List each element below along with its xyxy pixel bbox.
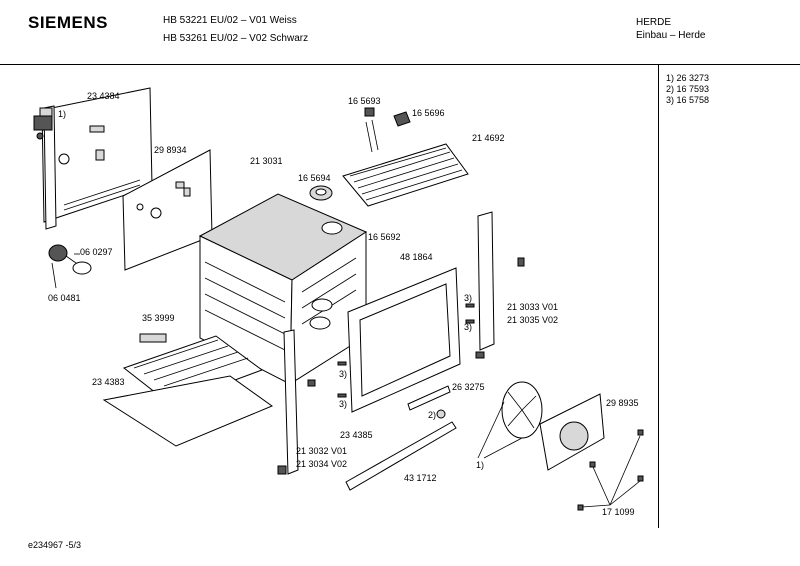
rear-panel-part [41,87,153,230]
part-label: 16 5696 [412,108,445,118]
legend-item: 2) 16 7593 [666,84,710,94]
lamp-socket-part [309,185,333,201]
part-label: 3) [464,293,473,303]
drawing-id: e234967 -5/3 [28,540,82,550]
part-label: 26 3275 [452,382,485,392]
grill-heating-element [342,119,469,207]
side-panel-part [122,149,213,271]
fan-part [477,381,543,459]
clip-part [393,111,411,127]
part-label: 2) [428,410,437,420]
legend-item: 3) 16 5758 [666,95,710,105]
part-label: 21 3032 V01 [296,446,348,456]
fan-cover-part [539,393,605,471]
legend-item: 1) 26 3273 [666,73,710,83]
part-label: 21 4692 [472,133,505,143]
part-label: 16 5694 [298,173,331,183]
connector-parts [337,303,475,398]
side-rail-right [475,211,525,359]
part-label: 06 0297 [80,247,113,257]
bottom-plate-part [102,375,274,447]
clip-part [364,107,375,117]
model-line-2: HB 53261 EU/02 – V02 Schwarz [163,33,309,44]
part-label: 17 1099 [602,507,635,517]
part-label: 3) [339,399,348,409]
part-label: 29 8934 [154,145,187,155]
part-label: 1) [58,109,67,119]
part-label: 21 3031 [250,156,283,166]
thermostat-part [33,107,53,140]
oven-cavity-part [198,193,368,385]
legend: 1) 26 3273 2) 16 7593 3) 16 5758 [666,73,709,106]
brand-logo: SIEMENS [28,13,109,32]
part-label: 21 3035 V02 [507,315,559,325]
part-label: 3) [339,369,348,379]
knob-part [48,244,92,289]
part-label: 06 0481 [48,293,81,303]
category-line-1: HERDE [636,17,672,28]
part-label: 48 1864 [400,252,433,262]
part-label: 43 1712 [404,473,437,483]
side-rail-left [277,329,316,475]
part-label: 23 4384 [87,91,120,101]
part-label: 1) [476,460,485,470]
screws-part [577,429,644,511]
model-line-1: HB 53221 EU/02 – V01 Weiss [163,15,297,26]
category-line-2: Einbau – Herde [636,30,706,41]
door-frame-part [347,267,461,413]
part-label: 21 3033 V01 [507,302,559,312]
part-label: 16 5692 [368,232,401,242]
part-label: 35 3999 [142,313,175,323]
part-label: 23 4385 [340,430,373,440]
trim-strip-part [407,385,451,411]
part-label: 21 3034 V02 [296,459,348,469]
part-label: 3) [464,322,473,332]
legend-divider [658,65,659,528]
header-divider [0,64,800,65]
part-label: 16 5693 [348,96,381,106]
part-label: 29 8935 [606,398,639,408]
part-label: 23 4383 [92,377,125,387]
front-strip-part [345,421,457,491]
small-screw-part [436,409,446,419]
